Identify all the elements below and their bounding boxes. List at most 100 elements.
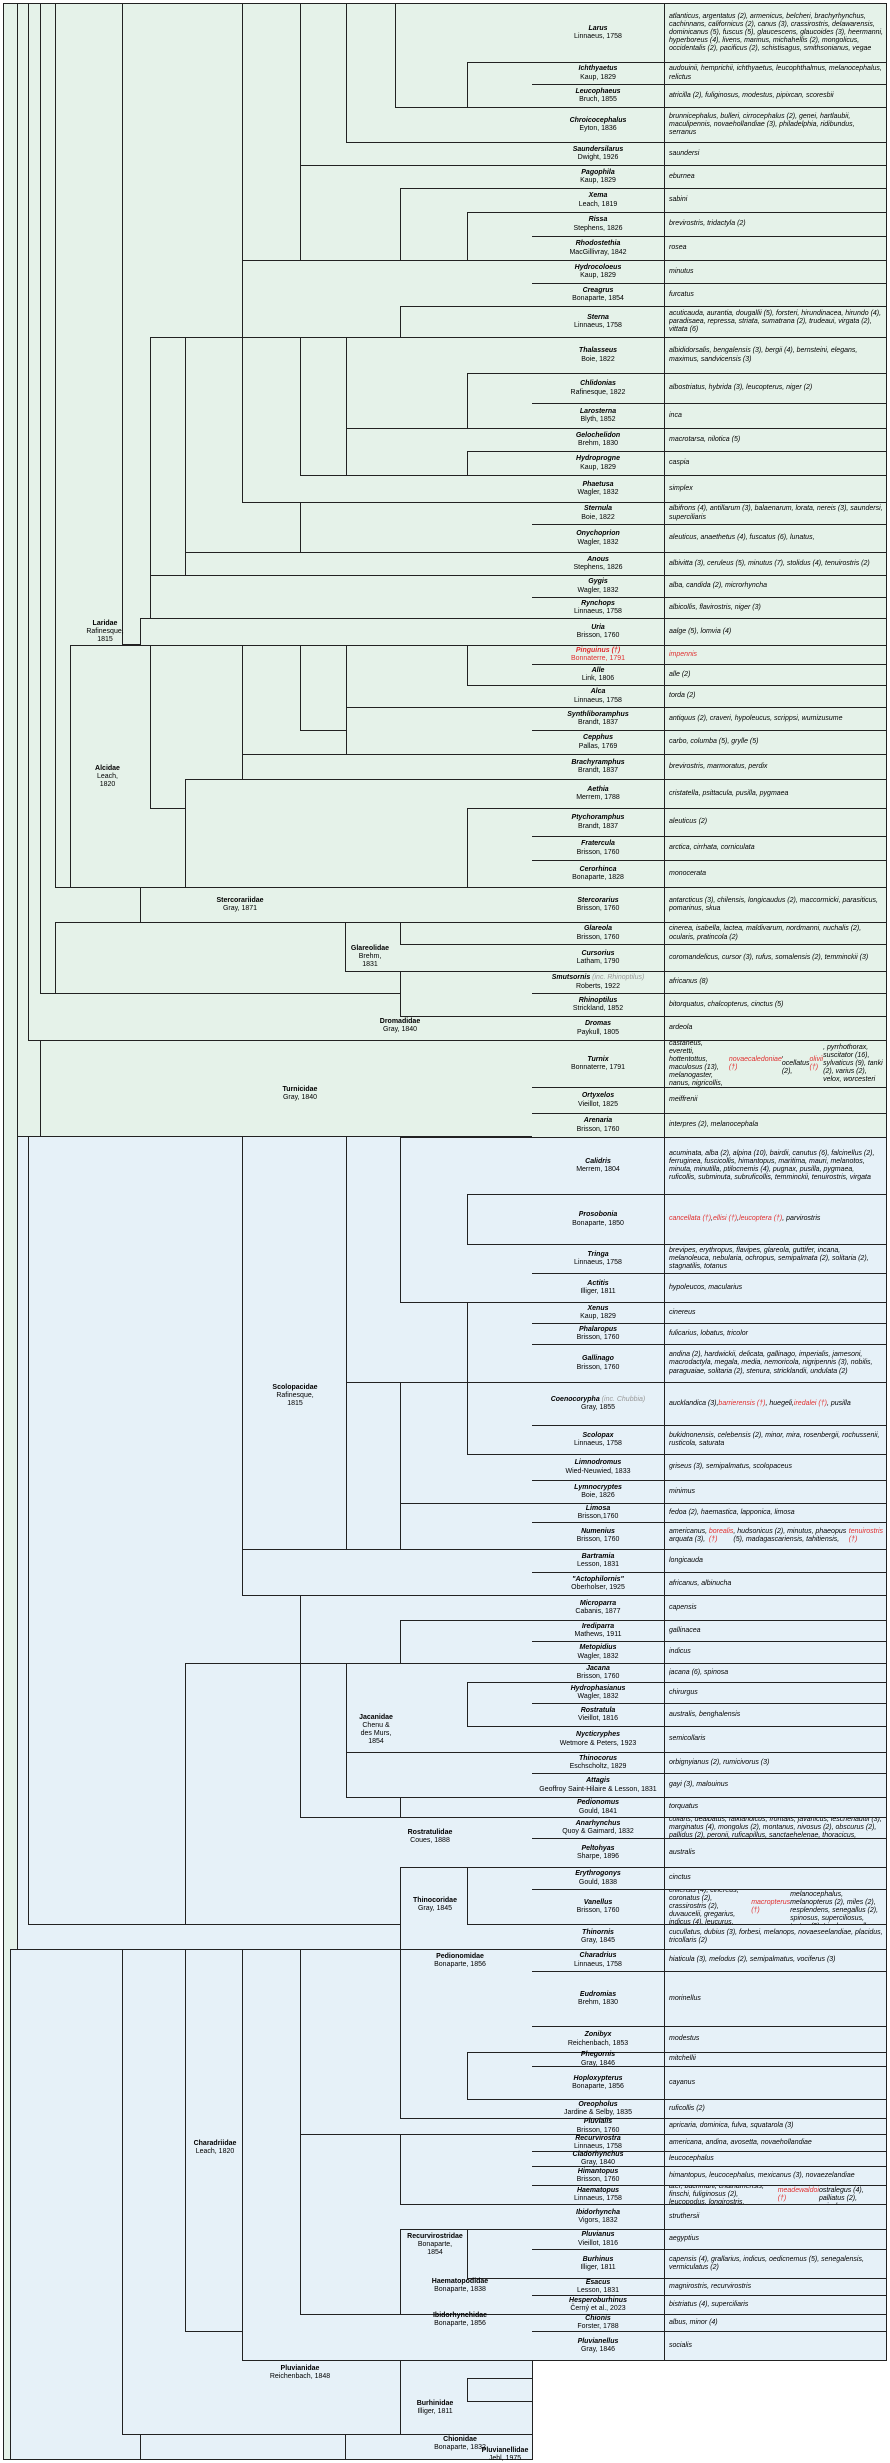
species-list: arctica, cirrhata, corniculata [669,844,755,852]
genus-name: Thalasseus [578,347,618,355]
species-list: aegyptius [669,2235,699,2243]
species-list: leucocephalus [669,2154,714,2162]
clade-bracket [345,2434,533,2460]
genus-author: Eschscholtz, 1829 [569,1763,627,1770]
clade-bracket [400,922,533,945]
genus-author: Strickland, 1852 [572,1005,624,1012]
turnicidae-clade [40,1040,533,1137]
clade-bracket [242,754,533,780]
genus-name: Gallinago [582,1355,614,1363]
genus-author: Kaup, 1829 [580,463,616,471]
genus-author: Linnaeus, 1758 [574,1259,622,1266]
species-list: sabini [669,196,688,204]
genus-name: Burhinus [582,2255,614,2263]
genus-author: Oberholser, 1925 [571,1584,625,1591]
genus-author: Merrem, 1804 [576,1166,620,1173]
genus-author: Kaup, 1829 [580,272,616,279]
genus-author: Boie, 1822 [581,513,615,521]
genus-author: Brisson, 1760 [576,848,620,856]
genus-author: Brehm, 1830 [577,440,619,447]
species-list: africanus, albinucha [669,1579,732,1587]
genus-author: Linnaeus, 1758 [574,33,622,40]
genus-name: "Actophilornis" [572,1575,624,1583]
genus-author: Forster, 1788 [577,2323,619,2330]
genus-author: Linnaeus, 1758 [574,696,622,704]
species-list: macrotarsa, nilotica (5) [669,435,741,443]
species-list: albicollis, flavirostris, niger (3) [669,603,761,611]
genus-author: Blyth, 1852 [580,416,616,423]
species-list: albostriatus, hybrida (3), leucopterus, … [669,384,813,392]
species-list: brevirostris, tridactyla (2) [669,220,746,228]
species-list: brunnicephalus, bulleri, cirrocephalus (… [669,112,855,137]
genus-author: Roberts, 1922 [576,982,620,990]
genus-name: Dromas [584,1020,612,1028]
species-list: albididorsalis, bengalensis (3), bergii … [669,347,858,363]
family-name: Stercorariidae [216,897,264,904]
genus-author: Vieillot, 1816 [578,1715,618,1722]
species-list: indicus [669,1648,691,1656]
clade-bracket [467,1194,533,1245]
genus-name: Limnodromus [574,1459,622,1467]
genus-name: Pinguinus (†) [575,646,621,654]
genus-name: Fratercula [581,840,615,848]
genus-name: Cepphus [583,734,613,742]
species-list: aleuticus, anaethetus (4), fuscatus (6),… [669,534,815,542]
family-name: Rostratulidae [407,1829,453,1836]
genus-name: Hydrocoloeus [574,263,622,271]
genus-name: Rynchops [581,599,615,607]
genus-author: Vieillot, 1816 [578,2239,618,2247]
genus-author: Geoffroy Saint-Hilaire & Lesson, 1831 [539,1785,657,1793]
species-list: cinerea, isabella, lactea, maldivarum, n… [669,925,862,941]
species-list: cancellata (†), ellisi (†), leucoptera (… [669,1215,821,1223]
family-author: 1815 [97,636,113,644]
genus-author: Brisson, 1760 [576,2126,620,2134]
family-author: Leach, 1820 [195,2148,235,2156]
genus-author: Bonaparte, 1850 [572,1219,624,1227]
genus-name: Hoploxypterus [573,2074,623,2082]
genus-name: Vanellus [583,1898,613,1906]
genus-name: Larosterna [579,407,617,415]
species-list: cinereus [669,1308,696,1316]
species-list: alle (2) [669,670,691,678]
